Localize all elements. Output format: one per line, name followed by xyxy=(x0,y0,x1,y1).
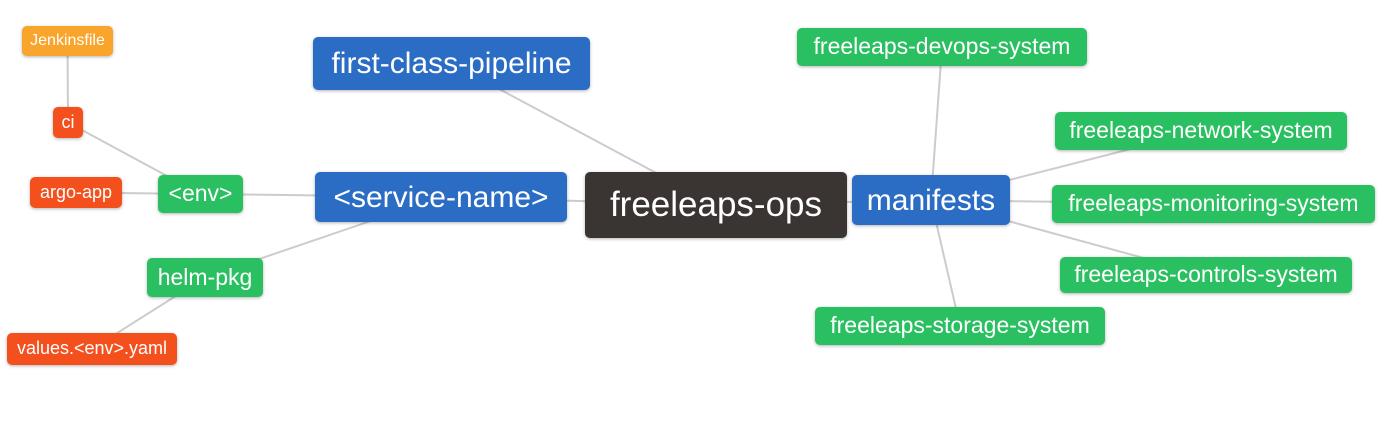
node-helm-pkg[interactable]: helm-pkg xyxy=(147,258,263,297)
node-service-name[interactable]: <service-name> xyxy=(315,172,567,222)
node-freeleaps-network-system[interactable]: freeleaps-network-system xyxy=(1055,112,1347,150)
node-jenkinsfile[interactable]: Jenkinsfile xyxy=(22,26,113,56)
node-ci[interactable]: ci xyxy=(53,107,83,138)
node-freeleaps-controls-system[interactable]: freeleaps-controls-system xyxy=(1060,257,1352,293)
node-argo-app[interactable]: argo-app xyxy=(30,177,122,208)
node-freeleaps-ops[interactable]: freeleaps-ops xyxy=(585,172,847,238)
node-freeleaps-storage-system[interactable]: freeleaps-storage-system xyxy=(815,307,1105,345)
node-freeleaps-devops-system[interactable]: freeleaps-devops-system xyxy=(797,28,1087,66)
node-manifests[interactable]: manifests xyxy=(852,175,1010,225)
node-first-class-pipeline[interactable]: first-class-pipeline xyxy=(313,37,590,90)
node-env[interactable]: <env> xyxy=(158,175,243,213)
edge-manifests--freeleaps-devops-system xyxy=(930,46,943,201)
node-freeleaps-monitoring-system[interactable]: freeleaps-monitoring-system xyxy=(1052,185,1375,223)
node-values-env-yaml[interactable]: values.<env>.yaml xyxy=(7,333,177,365)
